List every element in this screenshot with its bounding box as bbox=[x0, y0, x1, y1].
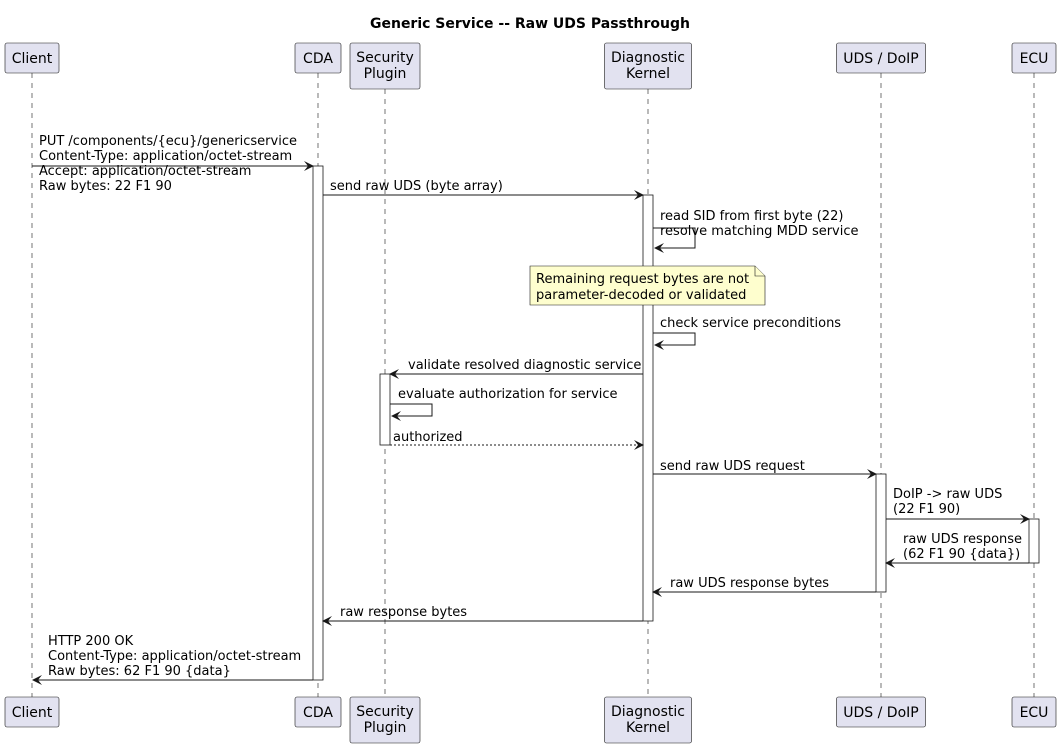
message-kernel-to-security: validate resolved diagnostic service bbox=[389, 358, 643, 379]
message-label: send raw UDS (byte array) bbox=[330, 179, 503, 194]
participant-label: ECU bbox=[1020, 51, 1049, 67]
participant-box bbox=[836, 42, 926, 74]
message-arrow bbox=[653, 227, 696, 253]
participant-box bbox=[349, 696, 421, 744]
note-fold bbox=[754, 266, 765, 277]
participant-box bbox=[4, 42, 60, 74]
activation-cda bbox=[312, 165, 324, 681]
participant-box bbox=[836, 696, 926, 728]
participant-cda-top: CDA bbox=[294, 42, 342, 74]
message-cda-to-kernel: send raw UDS (byte array) bbox=[323, 179, 644, 200]
participant-label: CDA bbox=[303, 51, 333, 67]
message-kernel-to-cda: raw response bytes bbox=[322, 605, 643, 626]
diagram-title: Generic Service -- Raw UDS Passthrough bbox=[370, 16, 690, 32]
participant-box bbox=[294, 696, 342, 728]
message-security-to-kernel: authorized bbox=[390, 430, 644, 450]
participant-label: UDS / DoIP bbox=[843, 705, 918, 721]
message-label: evaluate authorization for service bbox=[398, 387, 618, 402]
message-ecu-to-doip: raw UDS response(62 F1 90 {data}) bbox=[885, 532, 1029, 568]
activation-doip bbox=[875, 473, 887, 593]
activation-kernel bbox=[642, 194, 654, 622]
message-kernel-to-kernel: read SID from first byte (22)resolve mat… bbox=[653, 209, 859, 253]
participant-client-bottom: Client bbox=[4, 696, 60, 728]
participant-client-top: Client bbox=[4, 42, 60, 74]
participant-box bbox=[349, 42, 421, 90]
participant-doip-top: UDS / DoIP bbox=[836, 42, 926, 74]
participant-box bbox=[604, 696, 692, 744]
message-label: raw response bytes bbox=[340, 605, 467, 620]
participant-box bbox=[294, 42, 342, 74]
message-arrow bbox=[653, 332, 696, 350]
message-label: raw UDS response bytes bbox=[670, 576, 829, 591]
message-doip-to-ecu: DoIP -> raw UDS(22 F1 90) bbox=[886, 487, 1030, 524]
activation-security bbox=[379, 373, 391, 446]
participant-box bbox=[604, 42, 692, 90]
participant-label: UDS / DoIP bbox=[843, 51, 918, 67]
activation-ecu bbox=[1028, 518, 1040, 564]
message-label: validate resolved diagnostic service bbox=[408, 358, 641, 373]
message-label: raw UDS response(62 F1 90 {data}) bbox=[903, 532, 1022, 562]
participant-label: Client bbox=[12, 705, 53, 721]
message-arrow bbox=[390, 403, 433, 421]
participant-cda-bottom: CDA bbox=[294, 696, 342, 728]
note-box bbox=[529, 265, 766, 306]
participant-label: CDA bbox=[303, 705, 333, 721]
message-label: check service preconditions bbox=[660, 316, 841, 331]
participant-ecu-bottom: ECU bbox=[1011, 696, 1057, 728]
participant-doip-bottom: UDS / DoIP bbox=[836, 696, 926, 728]
message-label: authorized bbox=[393, 430, 463, 445]
participant-label: ECU bbox=[1020, 705, 1049, 721]
message-kernel-to-doip: send raw UDS request bbox=[653, 459, 877, 479]
participant-box bbox=[1011, 696, 1057, 728]
message-doip-to-kernel: raw UDS response bytes bbox=[652, 576, 876, 597]
participant-box bbox=[4, 696, 60, 728]
message-label: DoIP -> raw UDS(22 F1 90) bbox=[893, 487, 1002, 517]
participant-ecu-top: ECU bbox=[1011, 42, 1057, 74]
participant-label: Client bbox=[12, 51, 53, 67]
message-label: read SID from first byte (22)resolve mat… bbox=[660, 209, 859, 239]
participant-box bbox=[1011, 42, 1057, 74]
message-label: send raw UDS request bbox=[660, 459, 805, 474]
message-security-to-security: evaluate authorization for service bbox=[390, 387, 618, 421]
message-kernel-to-kernel: check service preconditions bbox=[653, 316, 841, 350]
